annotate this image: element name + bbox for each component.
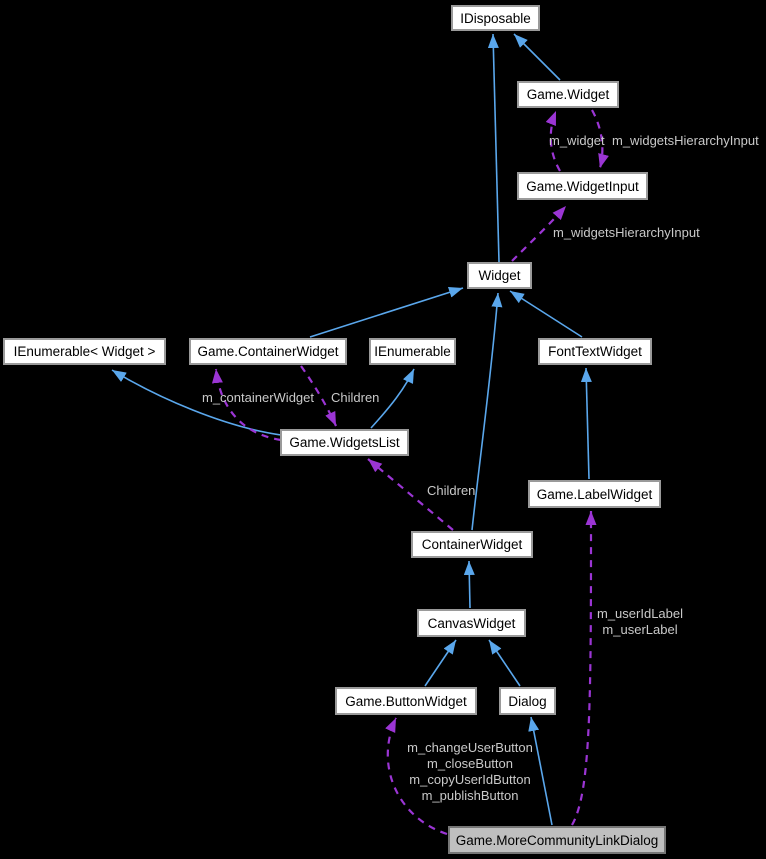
class-node-ienumerable[interactable]: IEnumerable: [369, 338, 456, 365]
class-node-game-buttonwidget[interactable]: Game.ButtonWidget: [335, 687, 477, 715]
edge-labelwidget-to-fonttextwidget: [580, 367, 592, 480]
edge-label-m-closebutton: m_closeButton: [427, 756, 513, 771]
edge-containerwidget-to-widget: [471, 292, 503, 531]
edge-containerwidget-to-widgetslist-children: [367, 458, 454, 531]
class-node-game-widget[interactable]: Game.Widget: [517, 81, 619, 108]
edge-buttonwidget-to-canvaswidget: [424, 639, 457, 687]
edge-label-m-changeuserbutton: m_changeUserButton: [407, 740, 533, 755]
class-node-game-containerwidget[interactable]: Game.ContainerWidget: [189, 338, 347, 365]
class-node-ienumerable-widget[interactable]: IEnumerable< Widget >: [3, 338, 166, 365]
edge-label-m-publishbutton: m_publishButton: [421, 788, 519, 803]
edge-gamewidget-to-widgetinput-hierarchyinput: [591, 109, 609, 169]
edge-label-children-1: Children: [331, 390, 380, 405]
edge-dialog-to-canvaswidget: [488, 639, 521, 687]
edge-label-m-widgetshierarchyinput-1: m_widgetsHierarchyInput: [612, 133, 759, 148]
edge-widgetinput-to-gamewidget-mwidget: [545, 110, 561, 172]
edge-morecommunitylinkdialog-to-dialog: [528, 716, 553, 826]
class-node-game-widgetslist[interactable]: Game.WidgetsList: [280, 429, 409, 456]
class-node-game-labelwidget[interactable]: Game.LabelWidget: [528, 480, 661, 508]
class-node-dialog[interactable]: Dialog: [499, 687, 556, 715]
edge-fonttextwidget-to-widget: [509, 290, 583, 338]
class-node-containerwidget[interactable]: ContainerWidget: [411, 531, 533, 558]
edge-label-m-widgetshierarchyinput-2: m_widgetsHierarchyInput: [553, 225, 700, 240]
edge-morecommunitylinkdialog-to-labelwidget: [571, 510, 597, 826]
class-node-idisposable[interactable]: IDisposable: [451, 5, 540, 31]
class-node-fonttextwidget[interactable]: FontTextWidget: [538, 338, 652, 365]
edge-widgetslist-to-gamecontainerwidget-mcontainerwidget: [211, 368, 282, 442]
edge-gamecontainerwidget-to-widgetslist-children: [300, 365, 338, 427]
edge-label-m-widget: m_widget: [549, 133, 605, 148]
edge-widget-to-widgetinput-hierarchyinput: [511, 205, 567, 262]
edge-canvaswidget-to-containerwidget: [463, 560, 475, 609]
edge-label-children-2: Children: [427, 483, 476, 498]
edge-gamecontainerwidget-to-widget: [309, 287, 464, 338]
class-node-canvaswidget[interactable]: CanvasWidget: [417, 609, 526, 637]
class-node-game-widgetinput[interactable]: Game.WidgetInput: [517, 172, 648, 200]
edge-widgetslist-to-ienumerable: [370, 368, 415, 429]
edge-label-m-containerwidget: m_containerWidget: [202, 390, 314, 405]
edge-widget-to-idisposable: [487, 33, 500, 263]
class-node-game-morecommunitylinkdialog: Game.MoreCommunityLinkDialog: [448, 826, 666, 854]
edge-label-m-copyuseridbutton: m_copyUserIdButton: [409, 772, 531, 787]
edge-gamewidget-to-idisposable: [513, 33, 561, 81]
edge-morecommunitylinkdialog-to-buttonwidget: [385, 717, 448, 836]
edge-widgetslist-to-ienumerablewidget: [111, 369, 282, 436]
edge-label-m-userlabel: m_userLabel: [602, 622, 678, 637]
class-node-widget[interactable]: Widget: [467, 262, 532, 289]
edge-label-m-useridlabel: m_userIdLabel: [597, 606, 683, 621]
